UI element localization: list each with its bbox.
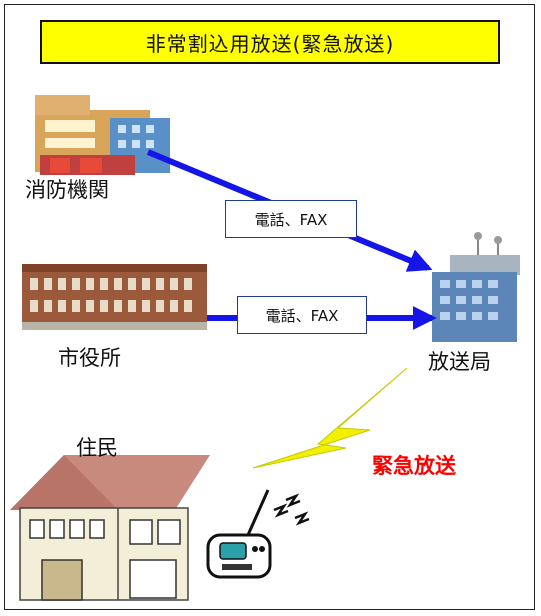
lightning-bolt-icon: [252, 367, 408, 469]
label-residents: 住民: [76, 436, 118, 460]
label-fire-department: 消防機関: [25, 178, 109, 202]
radio-icon: [206, 489, 310, 579]
page-title: 非常割込用放送(緊急放送): [40, 20, 500, 64]
sound-waves-icon: [273, 493, 310, 526]
link-label-city-to-station: 電話、FAX: [237, 296, 367, 334]
link-label-fire-to-station: 電話、FAX: [225, 200, 357, 238]
label-broadcast-station: 放送局: [428, 350, 491, 374]
fire-department-building-icon: [35, 95, 170, 175]
broadcast-station-building-icon: [432, 232, 520, 342]
city-hall-building-icon: [22, 264, 207, 330]
label-city-hall: 市役所: [58, 346, 121, 370]
emergency-broadcast-label: 緊急放送: [372, 454, 456, 478]
house-icon: [10, 455, 210, 601]
